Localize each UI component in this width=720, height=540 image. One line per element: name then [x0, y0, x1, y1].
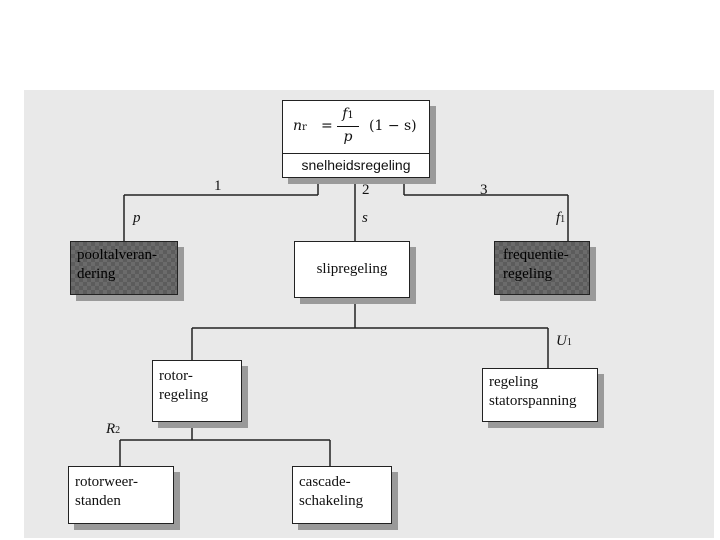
rotor-line-1: rotor-	[159, 368, 193, 384]
edge-label-u1: U1	[556, 333, 572, 349]
node-rotorregeling: rotor- regeling	[152, 360, 242, 422]
branch-2-number: 2	[362, 182, 370, 198]
node-rotorweerstanden: rotorweer- standen	[68, 466, 174, 524]
root-label: snelheidsregeling	[283, 153, 429, 178]
slip-label: slipregeling	[316, 261, 388, 277]
rotor-line-2: regeling	[159, 387, 209, 403]
formula-slip-term: (1 − s)	[369, 118, 417, 134]
edge-label-r2: R2	[106, 421, 121, 437]
pool-line-1: pooltalveran-	[77, 247, 157, 263]
freq-line-2: regeling	[503, 266, 553, 282]
rotorweer-line-1: rotorweer-	[75, 474, 138, 490]
node-slipregeling: slipregeling	[294, 241, 410, 298]
node-frequentieregeling: frequentie- regeling	[494, 241, 590, 295]
node-cascadeschakeling: cascade- schakeling	[292, 466, 392, 524]
cascade-line-1: cascade-	[299, 474, 351, 490]
branch-2-variable: s	[362, 210, 368, 226]
root-node: nr = f1 p (1 − s) snelheidsregeling	[282, 100, 430, 178]
formula-lhs: nr	[293, 118, 307, 134]
branch-3-variable: f1	[556, 210, 566, 226]
formula-equals: =	[321, 118, 333, 134]
formula-fraction: f1 p	[337, 105, 359, 146]
stator-line-2: statorspanning	[489, 393, 577, 409]
stator-line-1: regeling	[489, 374, 539, 390]
rotorweer-line-2: standen	[75, 493, 121, 509]
branch-1-variable: p	[133, 210, 141, 226]
node-regeling-statorspanning: regeling statorspanning	[482, 368, 598, 422]
branch-3-number: 3	[480, 182, 488, 198]
freq-line-1: frequentie-	[503, 247, 569, 263]
branch-1-number: 1	[214, 178, 222, 194]
speed-formula: nr = f1 p (1 − s)	[283, 101, 429, 153]
node-pooltalverandering: pooltalveran- dering	[70, 241, 178, 295]
cascade-line-2: schakeling	[299, 493, 364, 509]
pool-line-2: dering	[77, 266, 116, 282]
